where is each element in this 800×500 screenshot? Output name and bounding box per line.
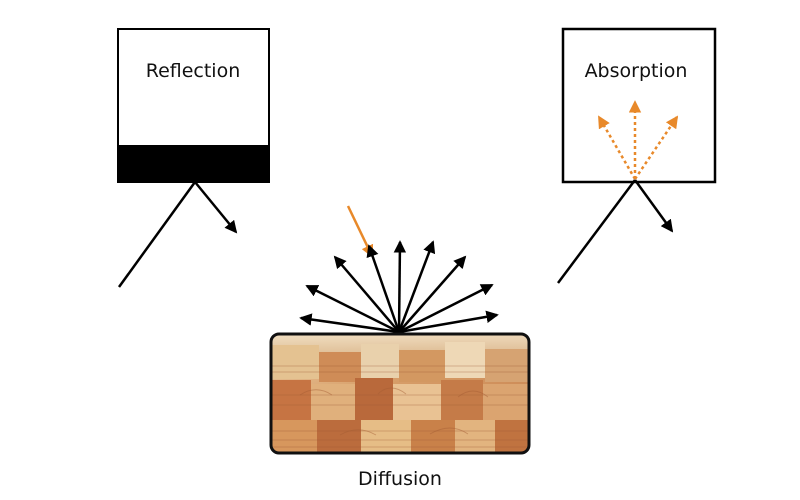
wood-diffuser-icon [269,332,531,455]
absorption-group: Absorption [556,27,717,284]
diffusion-label: Diffusion [358,468,442,490]
diffused-ray-1 [299,313,400,334]
absorption-incident-ray [556,179,637,284]
diffused-ray-5 [393,240,407,333]
reflection-incident-ray [117,181,197,288]
diffuser-frame [269,332,531,455]
reflection-label: Reflection [146,60,241,82]
diffusion-group: Diffusion [269,205,531,490]
diffused-rays [299,240,499,334]
diffused-ray-8 [398,283,494,334]
diffused-ray-6 [397,240,436,333]
reflective-surface [118,145,269,182]
diffused-ray-2 [305,284,400,334]
absorbed-ray-right [633,115,679,180]
diffused-ray-4 [366,244,401,333]
diffused-ray-7 [398,255,467,333]
absorption-panel [561,27,717,184]
absorption-label: Absorption [585,60,688,82]
reflection-reflected-ray [194,181,238,234]
diffused-ray-9 [398,310,499,334]
diffused-ray-3 [333,255,400,333]
diffusion-incident-ray [346,205,374,258]
absorption-reflected-ray [633,179,674,233]
reflection-group: Reflection [117,28,270,288]
